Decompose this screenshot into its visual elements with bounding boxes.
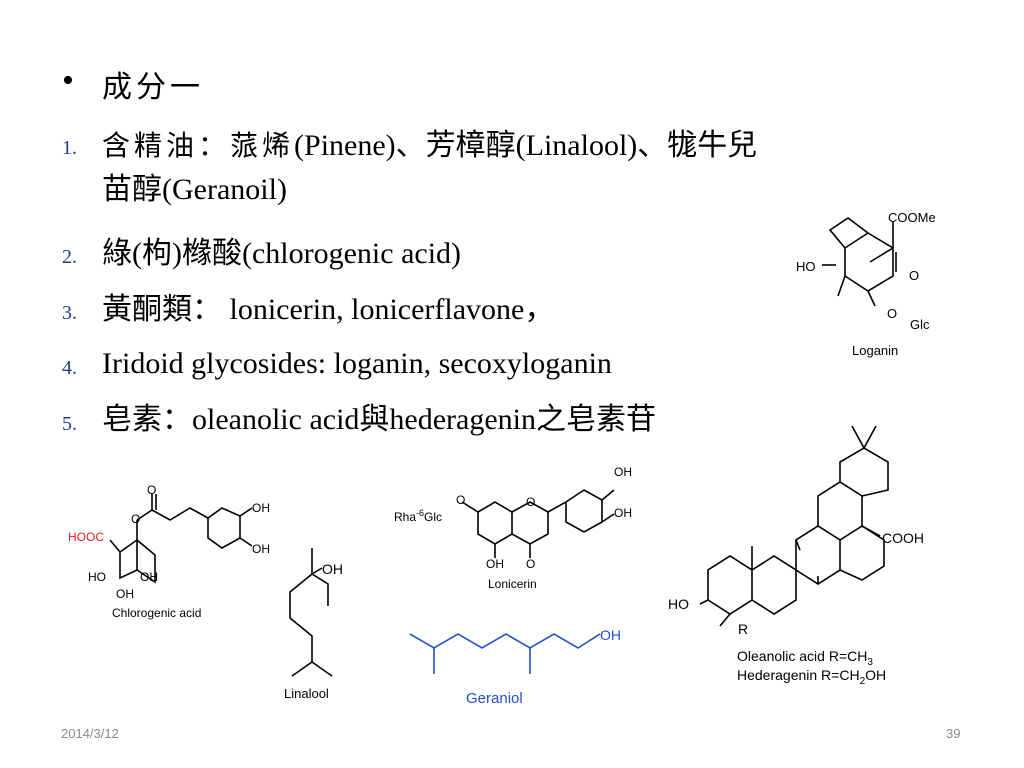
chlorogenic-ho: HO	[88, 570, 106, 584]
item-4-text: Iridoid glycosides: loganin, secoxylogan…	[102, 347, 612, 380]
loganin-glc-label: Glc	[910, 317, 930, 332]
loganin-name: Loganin	[852, 343, 898, 358]
item-number-3: 3.	[62, 302, 77, 324]
chlorogenic-hooc: HOOC	[68, 530, 104, 544]
geraniol-structure	[409, 633, 601, 674]
item-1-rest: (Pinene)、芳樟醇(Linalool)、牻牛兒	[294, 129, 758, 162]
loganin-ring-o-label: O	[909, 268, 919, 283]
item-5-text: 皂素：oleanolic acid與hederagenin之皂素苷	[102, 403, 657, 436]
loganin-glc-o-label: O	[887, 306, 897, 321]
item-2-text: 綠(枸)橼酸(chlorogenic acid)	[102, 237, 462, 270]
chlorogenic-name: Chlorogenic acid	[112, 606, 201, 620]
loganin-ho-label: HO	[796, 259, 816, 274]
chlorogenic-oh-3: OH	[140, 570, 158, 584]
chlorogenic-oh-4: OH	[116, 587, 134, 601]
oleanolic-cooh: COOH	[882, 530, 924, 546]
slide-heading: 成分一	[102, 70, 204, 105]
item-1-line-2: 苗醇(Geranoil)	[102, 173, 287, 206]
footer-date: 2014/3/12	[61, 726, 119, 741]
item-number-4: 4.	[62, 357, 77, 379]
lonicerin-o-link: O	[456, 493, 465, 507]
loganin-structure	[822, 217, 897, 307]
lonicerin-keto-o: O	[526, 557, 535, 571]
lonicerin-name: Lonicerin	[488, 577, 537, 591]
chlorogenic-oh-2: OH	[252, 542, 270, 556]
lonicerin-ring-o: O	[526, 495, 535, 509]
linalool-structure	[289, 548, 333, 677]
lonicerin-oh-2: OH	[614, 506, 632, 520]
geraniol-name: Geraniol	[466, 690, 523, 707]
item-number-1: 1.	[62, 137, 77, 159]
lonicerin-oh-5: OH	[486, 557, 504, 571]
item-number-5: 5.	[62, 413, 77, 435]
chlorogenic-oh-1: OH	[252, 501, 270, 515]
oleanolic-caption-1: Oleanolic acid R=CH3	[737, 648, 873, 668]
lonicerin-structure	[461, 489, 615, 558]
lonicerin-sugar-label: Rha-6Glc	[394, 508, 442, 524]
footer-page-number: 39	[946, 726, 961, 741]
item-3-text: 黃酮類： lonicerin, lonicerflavone，	[102, 293, 555, 326]
loganin-ester-label: COOMe	[888, 210, 936, 225]
oleanolic-ho: HO	[668, 596, 689, 612]
item-number-2: 2.	[62, 246, 77, 268]
oleanolic-structure	[699, 425, 889, 627]
oleanolic-caption-2: Hederagenin R=CH2OH	[737, 667, 886, 687]
lonicerin-oh-1: OH	[614, 465, 632, 479]
geraniol-oh: OH	[600, 627, 621, 643]
linalool-name: Linalool	[284, 686, 329, 701]
linalool-oh: OH	[322, 561, 343, 577]
chlorogenic-ester-o: O	[131, 512, 140, 526]
chlorogenic-structure	[109, 494, 253, 584]
item-1-cjk: 含精油：蒎烯	[102, 129, 295, 162]
chlorogenic-carbonyl-o: O	[147, 483, 156, 497]
item-1-line-1: 含精油：蒎烯(Pinene)、芳樟醇(Linalool)、牻牛兒	[102, 128, 757, 164]
bullet-dot: •	[62, 62, 74, 99]
oleanolic-r: R	[738, 621, 748, 637]
